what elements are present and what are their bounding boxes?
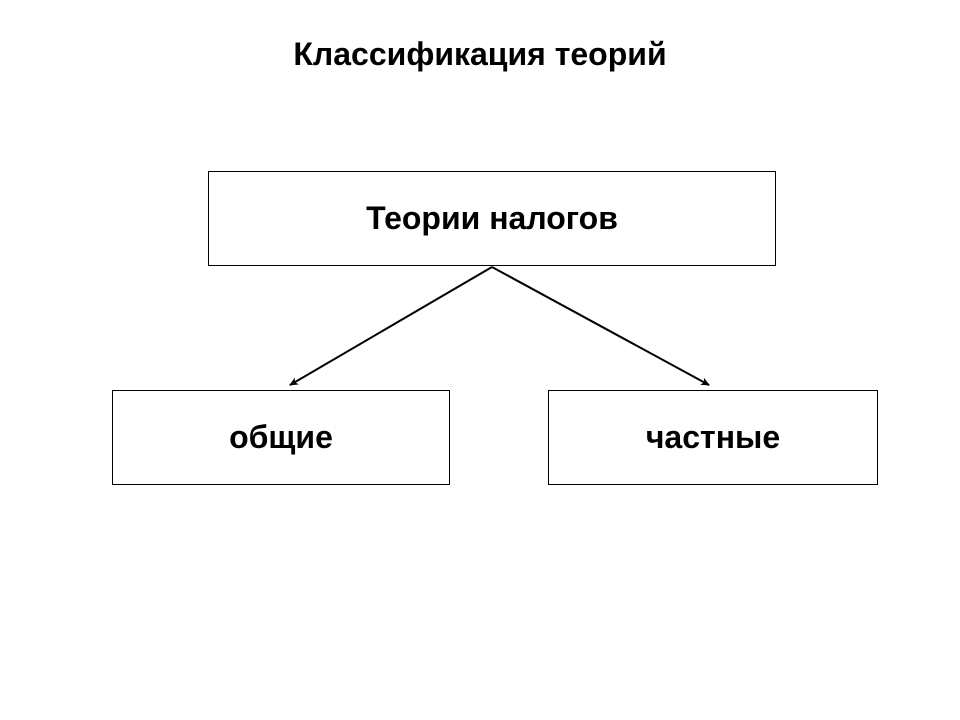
arrow-root-to-right-child (491, 266, 710, 386)
node-particular-theories-label: частные (645, 419, 781, 455)
node-particular-theories: частные (548, 390, 878, 485)
node-general-theories: общие (112, 390, 450, 485)
node-tax-theories: Теории налогов (208, 171, 776, 266)
node-tax-theories-label: Теории налогов (366, 200, 618, 236)
node-general-theories-label: общие (229, 419, 333, 455)
arrow-root-to-left-child (289, 266, 493, 386)
slide-title: Классификация теорий (293, 36, 667, 72)
